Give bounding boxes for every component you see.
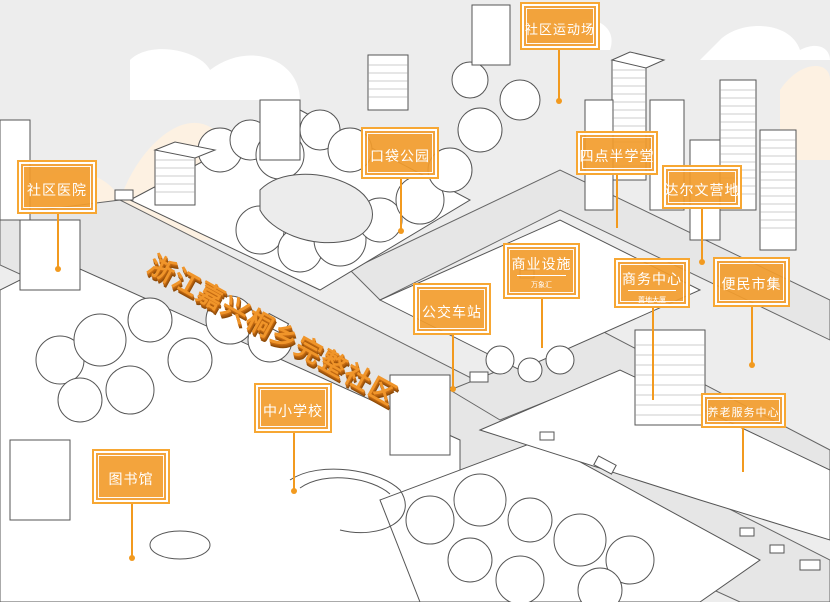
label-text: 四点半学堂 <box>579 149 655 165</box>
label-text: 公交车站 <box>422 305 482 321</box>
pin-dot-camp <box>699 259 705 265</box>
label-divider <box>628 290 676 291</box>
label-text: 社区医院 <box>27 183 87 199</box>
pin-park <box>400 178 402 230</box>
label-darwin-camp[interactable]: 达尔文营地 <box>662 165 742 209</box>
label-library[interactable]: 图书馆 <box>92 449 170 504</box>
pin-market <box>751 306 753 364</box>
school-track <box>149 468 406 560</box>
office-buildings <box>0 4 706 521</box>
label-primary-middle-school[interactable]: 中小学校 <box>254 383 332 433</box>
pin-dot-bus <box>450 386 456 392</box>
label-text: 养老服务中心 <box>707 406 780 419</box>
label-business-center[interactable]: 商务中心 置地大厦 <box>614 258 690 308</box>
label-subtext: 置地大厦 <box>638 296 666 304</box>
pin-hospital <box>57 213 59 268</box>
label-community-sports-field[interactable]: 社区运动场 <box>520 2 600 50</box>
pin-afterschool <box>616 173 618 228</box>
pin-sports <box>558 50 560 100</box>
label-divider <box>517 275 566 276</box>
pin-dot-hospital <box>55 266 61 272</box>
pin-dot-park <box>398 228 404 234</box>
label-text: 社区运动场 <box>524 23 595 38</box>
park-pond <box>259 173 373 244</box>
pin-dot-market <box>749 362 755 368</box>
label-after-school-class[interactable]: 四点半学堂 <box>576 131 658 175</box>
pin-dot-library <box>129 555 135 561</box>
residential-towers <box>584 51 797 251</box>
label-pocket-park[interactable]: 口袋公园 <box>361 127 439 179</box>
pin-commercial <box>541 298 543 348</box>
pin-library <box>131 503 133 557</box>
pin-school <box>293 432 295 490</box>
label-commercial-facility[interactable]: 商业设施 万象汇 <box>503 243 580 299</box>
pin-business <box>652 305 654 400</box>
label-text: 口袋公园 <box>370 149 430 165</box>
label-text: 商业设施 <box>511 257 572 273</box>
label-text: 达尔文营地 <box>664 183 740 199</box>
label-convenience-market[interactable]: 便民市集 <box>713 257 790 307</box>
label-bus-station[interactable]: 公交车站 <box>413 283 491 335</box>
label-community-hospital[interactable]: 社区医院 <box>17 160 97 214</box>
pin-camp <box>701 207 703 262</box>
pin-bus <box>452 333 454 388</box>
label-text: 商务中心 <box>622 272 682 288</box>
label-text: 便民市集 <box>721 277 782 293</box>
pin-dot-school <box>291 488 297 494</box>
label-subtext: 万象汇 <box>531 281 552 289</box>
pin-dot-sports <box>556 98 562 104</box>
tower <box>759 129 797 251</box>
pin-elderly <box>742 427 744 472</box>
label-text: 中小学校 <box>263 404 323 420</box>
label-elderly-care-center[interactable]: 养老服务中心 <box>701 393 786 428</box>
label-text: 图书馆 <box>108 472 154 488</box>
vehicles <box>114 189 821 571</box>
